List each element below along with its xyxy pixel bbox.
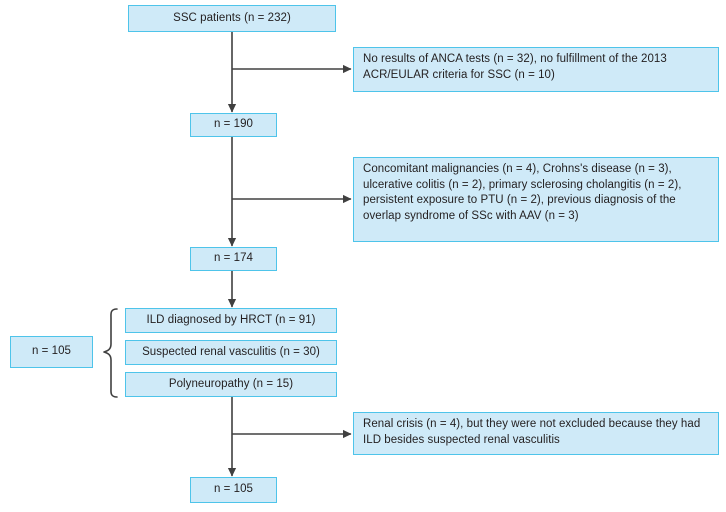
node-label: n = 174: [213, 252, 254, 265]
node-note-renal-crisis[interactable]: Renal crisis (n = 4), but they were not …: [353, 412, 719, 455]
node-label: Renal crisis (n = 4), but they were not …: [363, 418, 701, 446]
node-ild-hrct[interactable]: ILD diagnosed by HRCT (n = 91): [125, 308, 337, 333]
node-n-190[interactable]: n = 190: [190, 113, 277, 137]
node-label: Polyneuropathy (n = 15): [168, 377, 294, 390]
node-label: ILD diagnosed by HRCT (n = 91): [146, 313, 316, 326]
node-label: Suspected renal vasculitis (n = 30): [142, 345, 320, 358]
node-label: No results of ANCA tests (n = 32), no fu…: [363, 53, 667, 81]
node-label: n = 105: [31, 345, 72, 358]
node-polyneuropathy[interactable]: Polyneuropathy (n = 15): [125, 372, 337, 397]
node-n-174[interactable]: n = 174: [190, 247, 277, 271]
node-group-total-105[interactable]: n = 105: [10, 336, 93, 368]
node-label: n = 105: [213, 483, 254, 496]
node-label: Concomitant malignancies (n = 4), Crohns…: [363, 163, 682, 222]
node-label: n = 190: [213, 118, 254, 131]
node-ssc-patients[interactable]: SSC patients (n = 232): [128, 5, 336, 32]
node-suspected-renal-vasculitis[interactable]: Suspected renal vasculitis (n = 30): [125, 340, 337, 365]
node-label: SSC patients (n = 232): [173, 11, 291, 24]
node-final-n-105[interactable]: n = 105: [190, 477, 277, 503]
brace-group-105: [103, 308, 118, 398]
node-exclusion-comorbidities[interactable]: Concomitant malignancies (n = 4), Crohns…: [353, 157, 719, 242]
node-exclusion-anca-acr-eular[interactable]: No results of ANCA tests (n = 32), no fu…: [353, 47, 719, 92]
